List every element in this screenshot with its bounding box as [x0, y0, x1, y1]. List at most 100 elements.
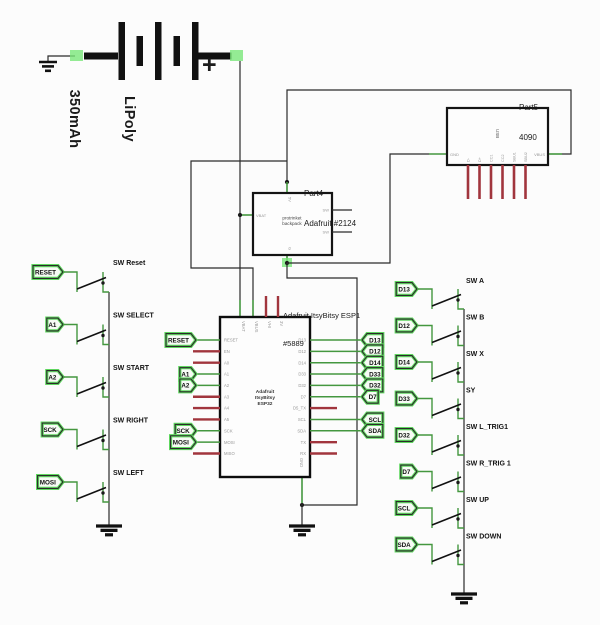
- net-flag-D32[interactable]: D32: [394, 427, 420, 443]
- flag-outline: [361, 423, 384, 438]
- battery-negative-wire[interactable]: [47, 55, 75, 61]
- flag-text: D13: [398, 286, 410, 293]
- flag-text: D13: [369, 337, 381, 344]
- switch-label: SW UP: [466, 497, 489, 504]
- wire-gnd-to-usb[interactable]: [287, 153, 429, 264]
- net-flag-D7[interactable]: D7: [399, 463, 420, 480]
- net-flag-esp-RESET[interactable]: RESET: [164, 332, 199, 348]
- net-flag-D13[interactable]: D13: [394, 281, 420, 297]
- net-flag-esp-SDA[interactable]: SDA: [359, 422, 385, 439]
- ground-symbol-right-column[interactable]: [451, 592, 477, 605]
- flag-outline: [46, 370, 64, 384]
- switch-sy[interactable]: [417, 397, 464, 420]
- net-flag-SDA[interactable]: SDA: [394, 536, 420, 553]
- flag-outline: [395, 391, 418, 406]
- switch-label: SW Reset: [113, 260, 146, 267]
- junction-dot: [237, 212, 243, 218]
- esp-pin-label-left: EN: [224, 349, 230, 354]
- net-flag-SCL[interactable]: SCL: [394, 500, 420, 517]
- part5-center-text: USB: [495, 129, 500, 138]
- switch-left-terminal: [63, 323, 78, 345]
- switch-left-terminal: [63, 271, 78, 292]
- switch-actuator: [431, 512, 462, 526]
- switch-sw-left[interactable]: [63, 481, 109, 503]
- switch-sw-down[interactable]: [417, 543, 464, 566]
- switch-sw-start[interactable]: [63, 376, 109, 398]
- switch-left-terminal: [417, 470, 433, 492]
- flag-outline: [46, 317, 64, 332]
- flag-outline: [395, 355, 418, 369]
- esp-pin-label-top: 3V: [279, 321, 284, 326]
- switch-sw-select[interactable]: [63, 323, 109, 346]
- ground-symbol-esp[interactable]: [289, 524, 315, 537]
- flag-text: A2: [48, 374, 57, 381]
- switch-left-terminal: [63, 376, 78, 397]
- flag-text: D33: [398, 396, 410, 403]
- flag-text: D7: [369, 394, 378, 401]
- switch-sw-b[interactable]: [417, 324, 464, 347]
- switch-contact-dot: [101, 491, 105, 495]
- switch-contact-dot: [101, 281, 105, 285]
- esp-pin-label-right: D32: [298, 383, 306, 388]
- flag-outline: [395, 428, 418, 442]
- switch-left-terminal: [63, 428, 78, 450]
- net-flag-MOSI[interactable]: MOSI: [35, 474, 66, 490]
- esp-pin-label-right: SCL: [298, 417, 307, 422]
- battery-capacity: 350mAh: [66, 89, 83, 149]
- switch-actuator: [431, 476, 462, 490]
- switch-sw-a[interactable]: [417, 288, 464, 310]
- switch-contact-dot: [456, 334, 460, 339]
- switch-sw-l-trig1[interactable]: [417, 434, 464, 456]
- switch-sw-up[interactable]: [417, 507, 464, 529]
- net-flag-A1[interactable]: A1: [45, 316, 66, 333]
- net-flag-D33[interactable]: D33: [394, 390, 420, 407]
- net-flag-SCK[interactable]: SCK: [40, 421, 66, 438]
- battery-lipoly[interactable]: [84, 22, 232, 80]
- switch-left-terminal: [417, 324, 433, 346]
- esp-pin-label-top: VBAT: [241, 321, 246, 332]
- part4-body[interactable]: [251, 191, 334, 257]
- net-flag-esp-D32[interactable]: D32: [359, 377, 385, 394]
- part4-pin-label-sw: SW: [323, 230, 330, 235]
- net-flag-A2[interactable]: A2: [45, 369, 66, 385]
- switch-sw-r-trig-1[interactable]: [417, 470, 464, 493]
- switch-actuator: [431, 330, 462, 344]
- switch-sw-reset[interactable]: [63, 271, 109, 293]
- part4-type-text: Adafruit #2124: [304, 219, 357, 228]
- ground-symbol-battery[interactable]: [39, 60, 57, 73]
- net-flag-esp-D7[interactable]: D7: [359, 388, 380, 405]
- net-flag-RESET[interactable]: RESET: [31, 264, 66, 280]
- wire-gnd-to-esp[interactable]: [286, 263, 358, 506]
- flag-outline: [179, 378, 197, 393]
- battery-negative-pad: [70, 50, 83, 61]
- switch-actuator: [431, 403, 462, 417]
- wire-usb-5v-rail[interactable]: [286, 89, 572, 182]
- switch-label: SW START: [113, 365, 150, 372]
- ground-symbol-left-column[interactable]: [96, 524, 122, 537]
- switch-contact-dot: [456, 480, 460, 485]
- flag-text: D14: [369, 360, 381, 367]
- flag-text: D7: [402, 469, 411, 476]
- flag-text: A1: [48, 322, 57, 329]
- flag-text: A2: [181, 383, 190, 390]
- part5-pin-label: D-: [467, 157, 471, 162]
- part5-body[interactable]: [445, 106, 550, 167]
- net-flag-esp-A2[interactable]: A2: [178, 377, 199, 394]
- esp-pin-label-top: VHI: [267, 321, 272, 328]
- esp-pin-label-right: D12: [298, 349, 306, 354]
- esp-pin-label-left: A3: [224, 394, 230, 399]
- flag-text: SCL: [369, 417, 382, 424]
- wire-5v-to-vbus[interactable]: [190, 160, 287, 300]
- net-flag-esp-MOSI[interactable]: MOSI: [169, 434, 199, 451]
- net-flag-D12[interactable]: D12: [394, 317, 420, 334]
- switch-label: SW DOWN: [466, 534, 501, 541]
- switch-sw-x[interactable]: [417, 361, 464, 383]
- switch-label: SW RIGHT: [113, 418, 149, 425]
- switch-contact-dot: [456, 407, 460, 412]
- switch-sw-right[interactable]: [63, 428, 109, 451]
- esp-number-text: #5889: [283, 338, 304, 348]
- battery-plate: [192, 22, 199, 80]
- net-flag-D14[interactable]: D14: [394, 354, 420, 370]
